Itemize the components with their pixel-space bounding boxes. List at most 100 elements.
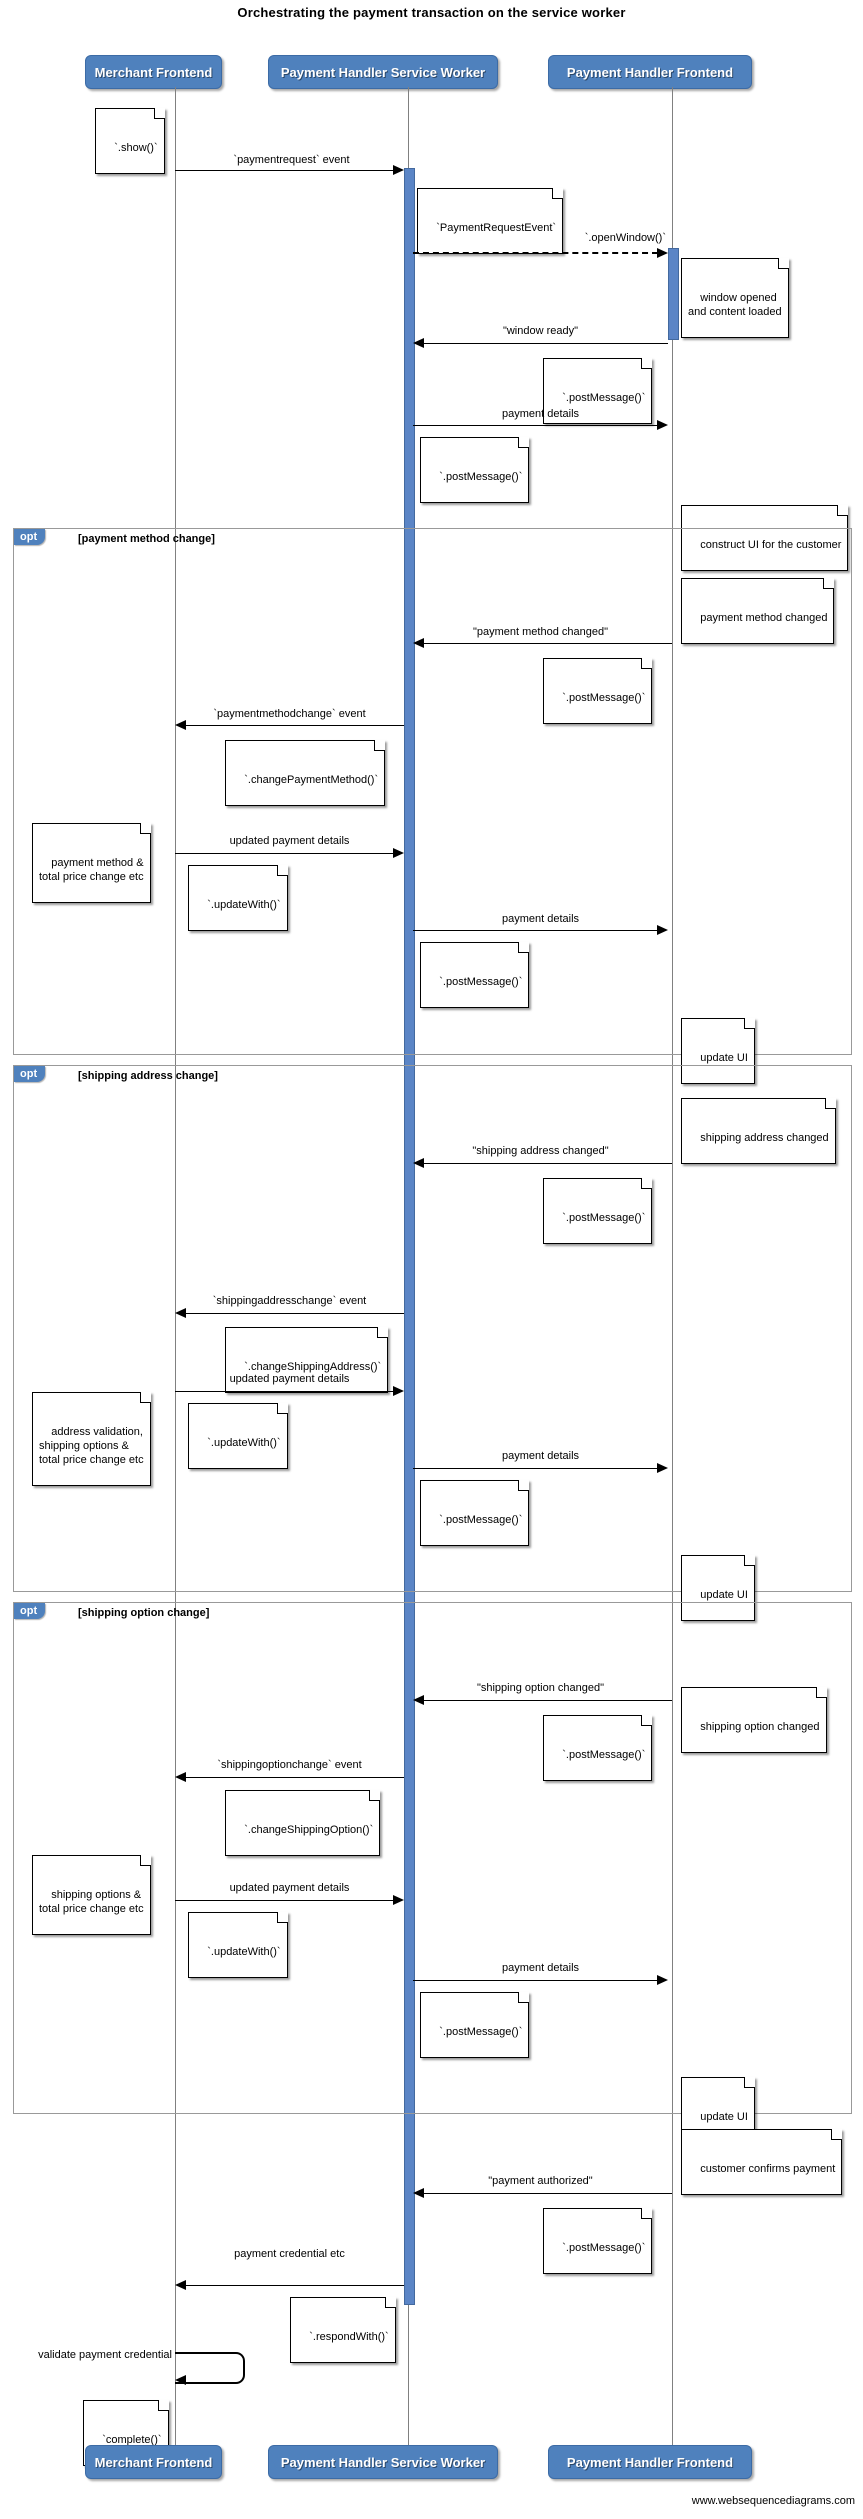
- note-dogear: [641, 1178, 653, 1189]
- note-respondwith: `.respondWith()`: [290, 2297, 396, 2363]
- message-label-shippingaddresschange: `shippingaddresschange` event: [212, 1295, 367, 1307]
- opt-frame-condition: [payment method change]: [78, 533, 215, 545]
- note-text: shipping option changed: [700, 1721, 820, 1733]
- message-line-payment-method-changed: [424, 643, 672, 644]
- footer-watermark: www.websequencediagrams.com: [691, 2495, 855, 2507]
- message-label-payment-details-3: payment details: [501, 1450, 580, 1462]
- message-line-openwindow: [413, 252, 658, 254]
- actor-label: Payment Handler Frontend: [566, 2454, 734, 2470]
- arrowhead-right: [657, 1463, 668, 1473]
- note-text: `PaymentRequestEvent`: [436, 222, 557, 234]
- note-dogear: [374, 740, 386, 751]
- note-dogear: [384, 2297, 396, 2308]
- note-text: update UI: [700, 2111, 748, 2123]
- actor-merchant-frontend-bottom[interactable]: Merchant Frontend: [85, 2445, 222, 2479]
- self-message-loop: [175, 2352, 245, 2384]
- note-construct-ui: construct UI for the customer: [681, 505, 849, 571]
- note-dogear: [518, 942, 530, 953]
- message-line-paymentmethodchange: [186, 725, 404, 726]
- note-text: customer confirms payment: [700, 2163, 836, 2175]
- note-text: address validation, shipping options & t…: [39, 1426, 144, 1466]
- arrowhead-left: [175, 720, 186, 730]
- message-line-payment-details-3: [413, 1468, 658, 1469]
- message-label-updated-payment-details-1: updated payment details: [229, 835, 350, 847]
- note-shipping-address-changed: shipping address changed: [681, 1098, 836, 1164]
- note-text: `.updateWith()`: [207, 1946, 281, 1958]
- opt-frame-tab: opt: [14, 529, 46, 545]
- note-payment-method-total-price: payment method & total price change etc: [32, 823, 151, 903]
- note-dogear: [552, 188, 564, 199]
- note-dogear: [777, 258, 789, 269]
- note-postmessage-2: `.postMessage()`: [420, 437, 530, 503]
- note-dogear: [815, 1687, 827, 1698]
- arrowhead-left: [175, 2280, 186, 2290]
- actor-label: Merchant Frontend: [94, 2454, 213, 2470]
- message-label-payment-method-changed: "payment method changed": [472, 626, 608, 638]
- note-payment-method-changed: payment method changed: [681, 578, 835, 644]
- note-dogear: [153, 108, 165, 119]
- arrowhead-left: [413, 338, 424, 348]
- note-text: `.postMessage()`: [439, 2026, 523, 2038]
- note-text: `.changeShippingOption()`: [244, 1824, 374, 1836]
- note-text: construct UI for the customer: [700, 539, 842, 551]
- opt-frame-condition: [shipping option change]: [78, 1607, 210, 1619]
- message-label-payment-details-1: payment details: [501, 408, 580, 420]
- arrowhead-right: [393, 1386, 404, 1396]
- note-updatewith-1: `.updateWith()`: [188, 865, 288, 931]
- note-text: `.changeShippingAddress()`: [244, 1361, 382, 1373]
- opt-frame-condition: [shipping address change]: [78, 1070, 218, 1082]
- note-dogear: [743, 1555, 755, 1566]
- actor-merchant-frontend-top[interactable]: Merchant Frontend: [85, 55, 222, 89]
- note-text: `.postMessage()`: [562, 1749, 646, 1761]
- note-postmessage-7: `.postMessage()`: [543, 1715, 653, 1781]
- message-line-payment-authorized: [424, 2193, 672, 2194]
- note-text: `.postMessage()`: [439, 976, 523, 988]
- arrowhead-left: [175, 1772, 186, 1782]
- arrowhead-right: [657, 248, 668, 258]
- message-line-paymentrequest: [175, 170, 394, 171]
- arrowhead-left: [175, 2375, 186, 2385]
- message-label-openwindow: `.openWindow()`: [584, 232, 666, 244]
- message-label-payment-details-2: payment details: [501, 913, 580, 925]
- message-label-payment-authorized: "payment authorized": [488, 2175, 593, 2187]
- arrowhead-right: [393, 165, 404, 175]
- message-line-payment-details-2: [413, 930, 658, 931]
- arrowhead-right: [657, 420, 668, 430]
- lifeline-merchant-frontend: [175, 87, 176, 2445]
- note-updatewith-2: `.updateWith()`: [188, 1403, 288, 1469]
- note-text: update UI: [700, 1052, 748, 1064]
- actor-label: Merchant Frontend: [94, 64, 213, 80]
- note-change-shipping-address: `.changeShippingAddress()`: [225, 1327, 389, 1393]
- note-text: `.postMessage()`: [562, 692, 646, 704]
- message-label-payment-credential: payment credential etc: [234, 2248, 345, 2260]
- actor-label: Payment Handler Frontend: [566, 64, 734, 80]
- actor-handler-frontend-bottom[interactable]: Payment Handler Frontend: [548, 2445, 752, 2479]
- note-postmessage-5: `.postMessage()`: [543, 1178, 653, 1244]
- note-postmessage-4: `.postMessage()`: [420, 942, 530, 1008]
- message-line-shipping-option-changed: [424, 1700, 672, 1701]
- message-label-paymentmethodchange: `paymentmethodchange` event: [213, 708, 366, 720]
- message-label-shippingoptionchange: `shippingoptionchange` event: [217, 1759, 362, 1771]
- note-text: `.postMessage()`: [562, 1212, 646, 1224]
- note-text: shipping address changed: [700, 1132, 829, 1144]
- arrowhead-right: [657, 1975, 668, 1985]
- actor-service-worker-top[interactable]: Payment Handler Service Worker: [268, 55, 498, 89]
- message-label-updated-payment-details-2: updated payment details: [229, 1373, 350, 1385]
- note-dogear: [743, 1018, 755, 1029]
- message-label-window-ready: "window ready": [502, 325, 579, 337]
- arrowhead-left: [413, 638, 424, 648]
- note-change-shipping-option: `.changeShippingOption()`: [225, 1790, 381, 1856]
- opt-frame-tab: opt: [14, 1066, 46, 1082]
- note-dogear: [139, 823, 151, 834]
- note-dogear: [831, 2129, 843, 2140]
- actor-service-worker-bottom[interactable]: Payment Handler Service Worker: [268, 2445, 498, 2479]
- actor-handler-frontend-top[interactable]: Payment Handler Frontend: [548, 55, 752, 89]
- message-label-updated-payment-details-3: updated payment details: [229, 1882, 350, 1894]
- note-dogear: [823, 578, 835, 589]
- lifeline-handler-frontend: [672, 87, 673, 2445]
- note-dogear: [369, 1790, 381, 1801]
- note-dogear: [824, 1098, 836, 1109]
- note-dogear: [276, 865, 288, 876]
- note-change-payment-method: `.changePaymentMethod()`: [225, 740, 386, 806]
- note-dogear: [139, 1855, 151, 1866]
